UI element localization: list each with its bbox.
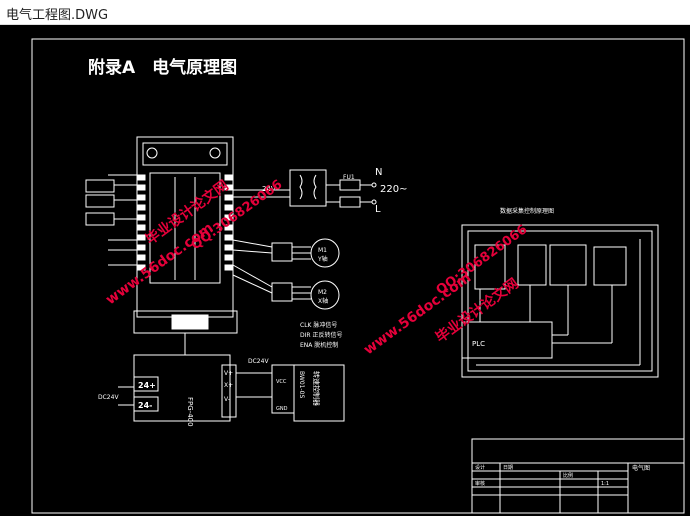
psu-dc-label: DC24V xyxy=(98,394,119,401)
driver-model: BW01-0S xyxy=(298,371,305,398)
driver-2 xyxy=(271,282,293,302)
sensor-1 xyxy=(474,244,506,290)
motor-m2-axis: X轴 xyxy=(318,297,328,305)
plc-diagram xyxy=(461,224,659,378)
plc-label: PLC xyxy=(472,340,485,348)
watermark-qq-1: QQ:306826066 xyxy=(189,177,286,253)
transformer-voltage: 24V xyxy=(262,185,276,193)
driver-label: 转速控制器 xyxy=(312,371,321,406)
tb-row1-b: 日期 xyxy=(503,465,513,471)
motor-m2-id: M2 xyxy=(318,289,327,296)
driver-1 xyxy=(271,242,293,262)
schematic-drawing: 附录A 电气原理图 xyxy=(31,38,685,514)
transformer xyxy=(289,169,327,207)
tb-scale: 1:1 xyxy=(601,481,609,487)
window-titlebar: 电气工程图.DWG xyxy=(0,0,690,25)
signal-ena: ENA 脱机控制 xyxy=(300,341,338,349)
sensor-4 xyxy=(593,246,627,286)
tb-row1-c: 比例 xyxy=(563,472,573,479)
board-chip-area xyxy=(149,172,221,284)
power-l-label: L xyxy=(375,204,381,215)
psu-model: FPG-400 xyxy=(186,397,194,427)
tb-drawing-name: 电气图 xyxy=(632,464,650,472)
cad-canvas[interactable]: 附录A 电气原理图 xyxy=(0,25,690,516)
drawing-frame xyxy=(31,38,685,514)
driver-gnd: GND xyxy=(276,406,288,412)
driver-vminus: V- xyxy=(224,396,230,403)
psu-minus: 24- xyxy=(138,401,152,410)
motor-m1-axis: Y轴 xyxy=(317,255,328,263)
speed-controller xyxy=(293,364,345,422)
title-block xyxy=(471,438,685,514)
driver-dc-in: DC24V xyxy=(248,358,269,365)
sensor-3 xyxy=(549,244,587,286)
motor-m2 xyxy=(310,280,340,310)
signal-clk: CLK 脉冲信号 xyxy=(300,321,337,329)
driver-xplus: X+ xyxy=(224,382,233,389)
motor-m1-id: M1 xyxy=(318,247,327,254)
plc-outer xyxy=(461,224,659,378)
board-pins-right xyxy=(224,174,234,271)
sensor-2 xyxy=(517,244,547,286)
fuse-fu1 xyxy=(339,179,361,191)
plc-unit xyxy=(461,321,553,359)
power-section xyxy=(233,169,377,208)
window-title: 电气工程图.DWG xyxy=(6,8,109,23)
power-voltage-label: 220~ xyxy=(380,184,407,195)
drawing-heading: 附录A 电气原理图 xyxy=(88,57,237,78)
motor-section xyxy=(232,238,340,310)
board-pins-left xyxy=(136,174,146,271)
psu-plus: 24+ xyxy=(138,381,156,390)
board-top-connector xyxy=(142,142,228,166)
fuse-label: FU1 xyxy=(343,174,355,181)
tb-row1-d: 审核 xyxy=(475,480,485,487)
tb-row1-a: 设计 xyxy=(475,464,485,471)
driver-vcc: VCC xyxy=(276,379,287,385)
driver-vplus: V+ xyxy=(224,370,233,377)
signal-dir: DIR 正反转信号 xyxy=(300,331,342,339)
right-diagram-title: 数据采集控制原理图 xyxy=(500,207,554,215)
power-supply xyxy=(118,333,345,422)
power-n-label: N xyxy=(375,167,382,178)
